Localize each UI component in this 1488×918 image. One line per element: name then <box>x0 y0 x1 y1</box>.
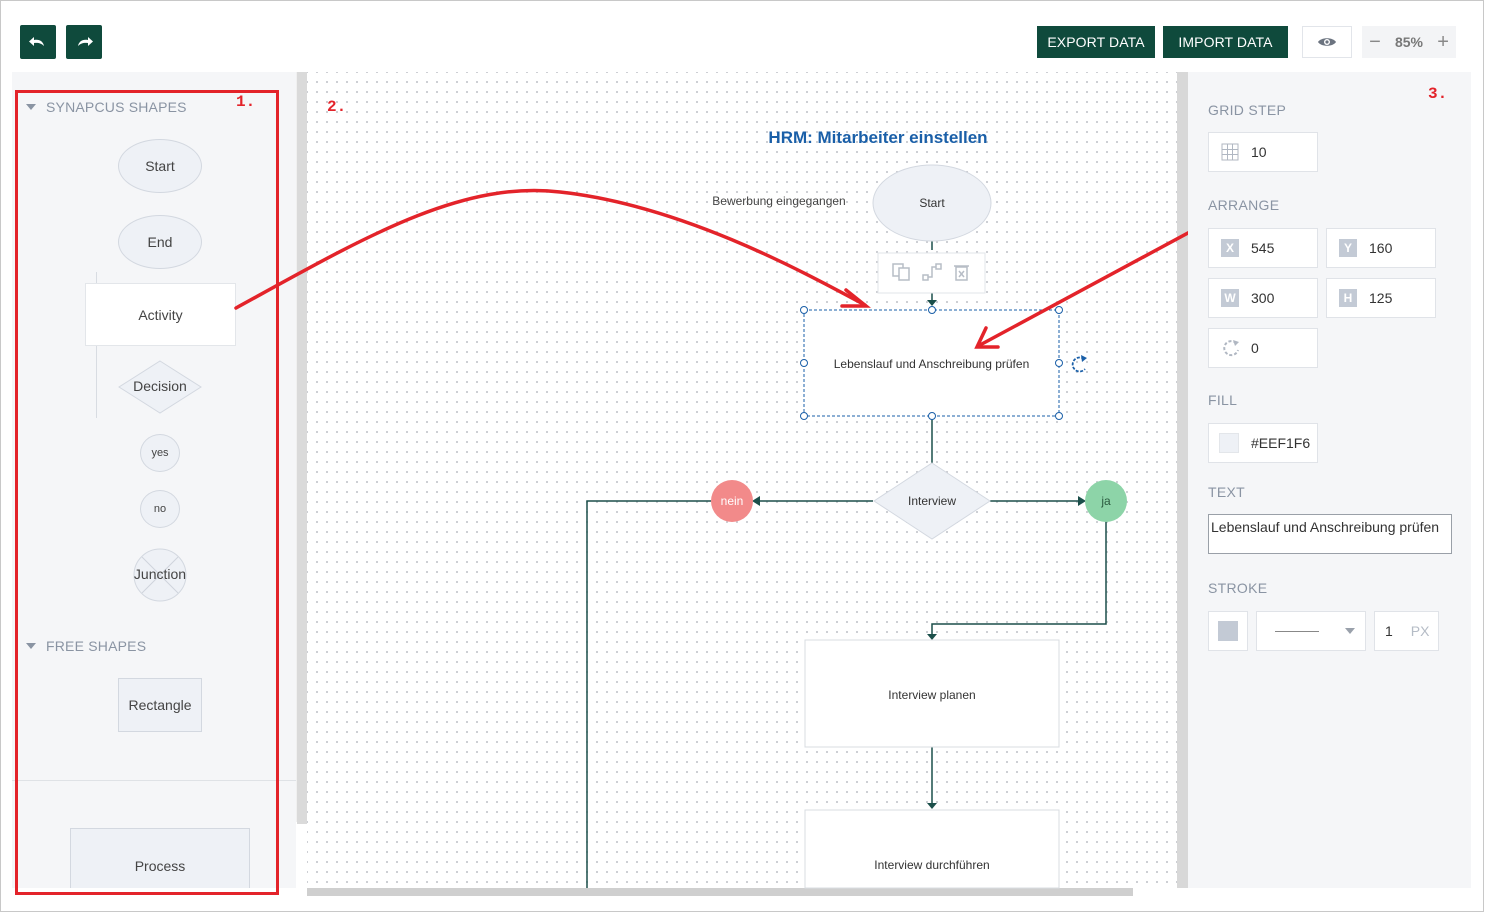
node-start-label: Start <box>919 196 945 210</box>
preview-button[interactable] <box>1302 26 1352 58</box>
shape-label: Process <box>134 857 186 874</box>
node-nein-label: nein <box>720 494 744 508</box>
grid-step-value: 10 <box>1251 144 1267 160</box>
rotation-field[interactable]: 0 <box>1208 328 1318 368</box>
grid-step-field[interactable]: 10 <box>1208 132 1318 172</box>
zoom-value: 85% <box>1394 34 1423 50</box>
x-badge-icon: X <box>1221 239 1239 257</box>
shape-yes[interactable]: yes <box>140 434 180 472</box>
annotation-label-1: 1. <box>236 93 256 111</box>
shape-label: Decision <box>133 378 187 394</box>
properties-panel <box>1188 72 1471 888</box>
redo-icon <box>78 37 93 46</box>
node-do-label: Interview durchführen <box>874 858 990 872</box>
annotation-label-2: 2. <box>327 98 347 116</box>
shape-rectangle[interactable]: Rectangle <box>118 678 202 732</box>
panel-divider <box>12 780 296 781</box>
x-field[interactable]: X 545 <box>1208 228 1318 268</box>
right-splitter[interactable] <box>1177 72 1188 888</box>
redo-button[interactable] <box>66 25 102 59</box>
zoom-in-button[interactable]: + <box>1437 31 1449 53</box>
grid-step-title: GRID STEP <box>1208 102 1287 118</box>
stroke-title: STROKE <box>1208 580 1268 596</box>
stroke-color-swatch <box>1218 621 1238 641</box>
text-input[interactable]: Lebenslauf und Anschreibung prüfen <box>1208 514 1452 554</box>
zoom-control: − 85% + <box>1362 26 1456 58</box>
height-value: 125 <box>1369 290 1393 306</box>
annotation-label-3: 3. <box>1428 85 1448 103</box>
left-scrollbar[interactable] <box>297 72 307 824</box>
text-title: TEXT <box>1208 484 1245 500</box>
shape-end[interactable]: End <box>118 215 202 269</box>
start-annotation-label: Bewerbung eingegangen <box>712 194 846 208</box>
shape-label: yes <box>151 447 169 459</box>
undo-icon <box>29 37 44 46</box>
shape-activity[interactable]: Activity <box>85 283 236 346</box>
x-value: 545 <box>1251 240 1275 256</box>
node-interview-label: Interview <box>907 494 957 508</box>
junction-shape-icon <box>133 548 187 602</box>
y-field[interactable]: Y 160 <box>1326 228 1436 268</box>
fill-value: #EEF1F6 <box>1251 435 1311 451</box>
section-title: FREE SHAPES <box>46 638 147 654</box>
stroke-width-field[interactable]: 1 PX <box>1374 611 1439 651</box>
fill-field[interactable]: #EEF1F6 <box>1208 423 1318 463</box>
rotation-icon <box>1223 340 1239 357</box>
y-value: 160 <box>1369 240 1393 256</box>
diagram-title: HRM: Mitarbeiter einstellen <box>768 128 988 147</box>
zoom-out-button[interactable]: − <box>1369 31 1381 53</box>
collapse-triangle-icon <box>26 643 36 649</box>
stroke-color-field[interactable] <box>1208 611 1248 651</box>
section-title: SYNAPCUS SHAPES <box>46 99 187 115</box>
shape-label: Activity <box>138 306 183 323</box>
shape-start[interactable]: Start <box>118 139 202 193</box>
stroke-width-value: 1 <box>1385 623 1393 639</box>
canvas-horizontal-scrollbar[interactable] <box>307 888 1133 896</box>
fill-color-swatch[interactable] <box>1219 433 1239 453</box>
export-data-button[interactable]: EXPORT DATA <box>1037 26 1155 58</box>
stroke-width-unit: PX <box>1410 623 1430 639</box>
shape-process[interactable]: Process <box>70 828 250 888</box>
y-badge-icon: Y <box>1339 239 1357 257</box>
section-synapcus-shapes[interactable]: SYNAPCUS SHAPES <box>26 99 187 115</box>
shape-label: Rectangle <box>128 697 192 713</box>
chevron-down-icon <box>1345 628 1355 634</box>
h-badge-icon: H <box>1339 289 1357 307</box>
node-plan-label: Interview planen <box>888 688 976 702</box>
fill-title: FILL <box>1208 392 1238 408</box>
shape-no[interactable]: no <box>140 490 180 528</box>
stroke-style-select[interactable] <box>1256 611 1366 651</box>
node-ja-label: ja <box>1101 494 1111 508</box>
width-value: 300 <box>1251 290 1275 306</box>
shape-label: End <box>147 234 173 250</box>
grid-icon <box>1221 143 1239 161</box>
shape-library-panel: SYNAPCUS SHAPES Start End Activity Decis… <box>12 72 296 888</box>
diamond-shape-icon <box>118 360 202 414</box>
arrange-title: ARRANGE <box>1208 197 1280 213</box>
shape-decision[interactable]: Decision <box>118 360 202 414</box>
shape-label: Start <box>145 158 175 174</box>
eye-icon <box>1318 38 1336 46</box>
shape-label: Junction <box>133 566 187 582</box>
stroke-line-preview <box>1275 630 1319 632</box>
w-badge-icon: W <box>1221 289 1239 307</box>
undo-button[interactable] <box>20 25 56 59</box>
node-selected-label: Lebenslauf und Anschreibung prüfen <box>833 357 1030 371</box>
height-field[interactable]: H 125 <box>1326 278 1436 318</box>
shape-junction[interactable]: Junction <box>132 548 188 602</box>
rotation-value: 0 <box>1251 340 1259 356</box>
section-free-shapes[interactable]: FREE SHAPES <box>26 638 146 654</box>
collapse-triangle-icon <box>26 104 36 110</box>
width-field[interactable]: W 300 <box>1208 278 1318 318</box>
import-data-button[interactable]: IMPORT DATA <box>1163 26 1288 58</box>
shape-label: no <box>153 503 167 515</box>
